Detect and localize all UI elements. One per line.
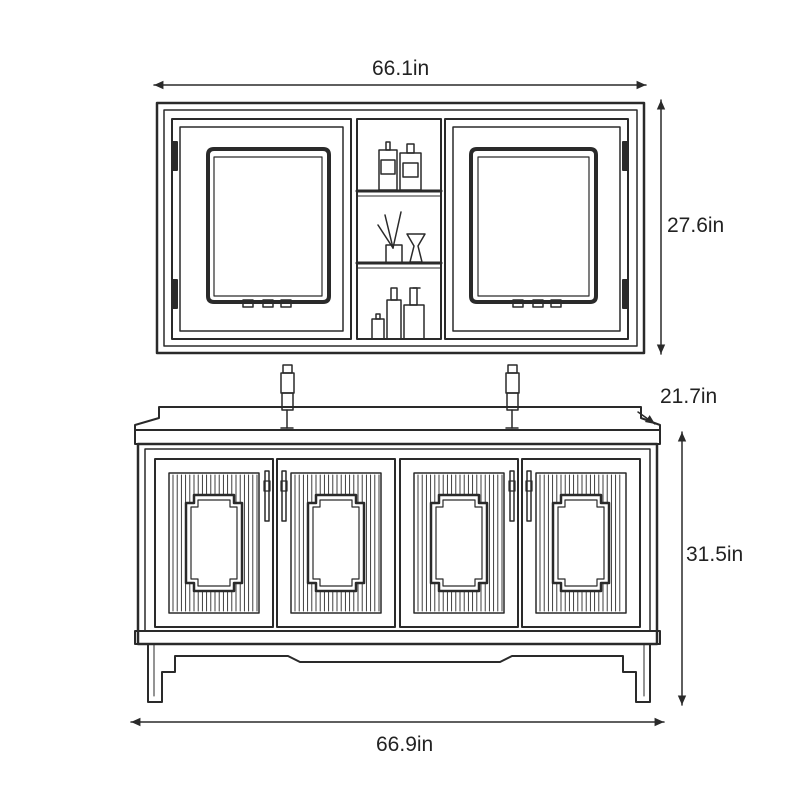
vanity-depth-line: [637, 411, 656, 425]
mirror-cabinet: [155, 101, 646, 355]
vanity: [134, 364, 661, 703]
diffuser-icon: [377, 211, 426, 264]
toiletries-icon: [371, 287, 425, 340]
left-faucet-icon: [280, 364, 295, 429]
vanity-height-label: 31.5in: [686, 543, 744, 566]
door-handle-icon: [525, 470, 533, 522]
vanity-door-4: [521, 458, 641, 628]
dimension-lines: [130, 80, 687, 727]
right-faucet-icon: [505, 364, 520, 429]
bottles-icon: [378, 141, 422, 191]
countertop: [134, 406, 661, 445]
vanity-doors: [154, 458, 641, 628]
left-cabinet-door: [171, 118, 352, 340]
cabinet-width-label: 66.1in: [372, 57, 430, 80]
door-handle-icon: [263, 470, 271, 522]
vanity-door-2: [276, 458, 396, 628]
vanity-base: [134, 630, 661, 703]
center-shelves: [355, 118, 443, 340]
right-cabinet-door: [444, 118, 629, 340]
vanity-width-label: 66.9in: [376, 733, 434, 756]
door-handle-icon: [508, 470, 516, 522]
vanity-depth-label: 21.7in: [660, 385, 718, 408]
door-handle-icon: [280, 470, 288, 522]
vanity-door-3: [399, 458, 519, 628]
cabinet-height-label: 27.6in: [667, 214, 725, 237]
vanity-door-1: [154, 458, 274, 628]
